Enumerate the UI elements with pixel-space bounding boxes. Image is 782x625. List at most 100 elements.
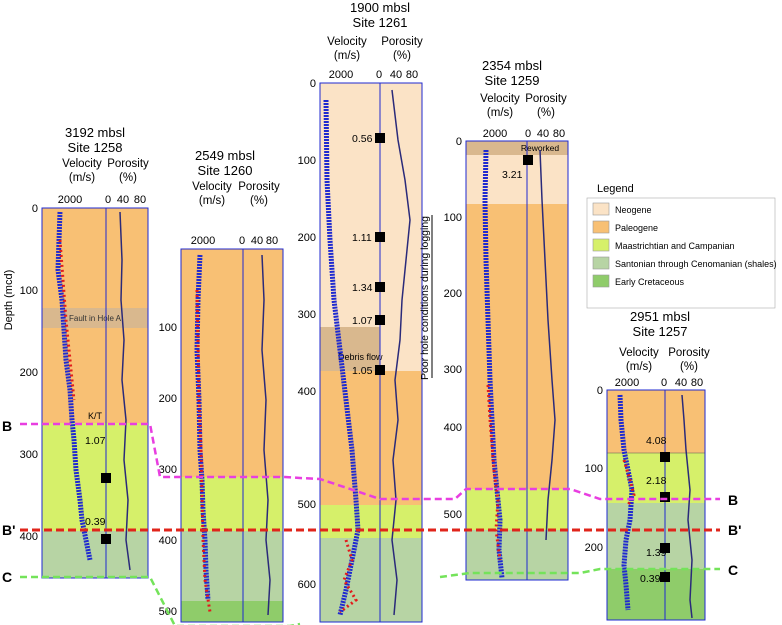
site-1259-velocity-curve [482, 149, 505, 579]
site-1261-depth-tick-300: 300 [298, 309, 316, 321]
site-1258-porosity-tick-80: 80 [134, 194, 146, 206]
site-1260-velocity-tick: 2000 [191, 235, 215, 247]
site-1259-velocity-tick: 2000 [483, 128, 507, 140]
legend-swatch-early-cretaceous [592, 274, 610, 288]
site-1261-marker-4 [375, 315, 385, 325]
site-1261-santonian-unit [320, 538, 422, 622]
site-1257-velocity-label: Velocity [619, 347, 659, 359]
site-1260-name: Site 1260 [198, 163, 253, 178]
site-1259-marker-1 [523, 155, 533, 165]
site-1257-porosity-tick-0: 0 [661, 377, 667, 389]
site-1261-depth-tick-500: 500 [298, 499, 316, 511]
site-1259-porosity-tick-0: 0 [525, 128, 531, 140]
site-1260-porosity-unit: (%) [250, 195, 268, 207]
site-1257-porosity-tick-40: 40 [675, 377, 687, 389]
site-1258-porosity-curve [119, 211, 131, 571]
site-1257-marker-2-value: 2.18 [646, 475, 667, 487]
site-1259-velocity-label: Velocity [480, 93, 520, 105]
site-1259-porosity-tick-40: 40 [537, 128, 549, 140]
site-1259-porosity-curve [539, 149, 556, 541]
site-1257-velocity-curve [617, 394, 635, 611]
site-1259-reworked-label: Reworked [521, 143, 560, 153]
site-1257-porosity-label: Porosity [668, 347, 710, 359]
site-1257-porosity-tick-80: 80 [691, 377, 703, 389]
site-1257-column: 2951 mbsl Site 1257 Velocity (m/s) Poros… [585, 309, 710, 621]
site-1259-maastrichtian-unit [466, 489, 568, 530]
site-1261-maastrichtian-unit [320, 505, 422, 538]
site-1260-velocity-red-curve [195, 289, 212, 613]
horizon-c-label-left: C [2, 569, 12, 585]
site-1259-depth-tick-100: 100 [444, 212, 462, 224]
site-1258-porosity-label: Porosity [107, 158, 149, 170]
site-1261-porosity-label: Porosity [381, 36, 423, 48]
site-1259-column-frame [465, 140, 569, 581]
site-1261-porosity-curve [391, 89, 411, 616]
site-1261-marker-2-value: 1.11 [352, 232, 372, 244]
site-1258-depth-tick-400: 400 [20, 531, 38, 543]
site-1258-porosity-tick-0: 0 [105, 194, 111, 206]
site-1260-maastrichtian-unit [181, 477, 283, 531]
site-1260-porosity-label: Porosity [238, 181, 280, 193]
site-1257-marker-1-value: 4.08 [646, 435, 667, 447]
site-1257-velocity-red-curve [622, 459, 636, 506]
site-1261-debris-flow-label: Debris flow [338, 352, 383, 362]
site-1260-column: 2549 mbsl Site 1260 Velocity (m/s) Poros… [159, 148, 284, 623]
site-1258-marker-1 [101, 473, 111, 483]
site-1260-porosity-tick-80: 80 [266, 235, 278, 247]
site-1261-marker-3 [375, 282, 385, 292]
site-1258-velocity-tick: 2000 [58, 194, 82, 206]
legend-item-early-cretaceous: Early Cretaceous [615, 277, 685, 287]
legend-item-maastrichtian: Maastrichtian and Campanian [615, 241, 735, 251]
site-1257-depth-tick-0: 0 [597, 385, 603, 397]
horizon-b-label-left: B [2, 418, 12, 434]
horizon-c-line-east [439, 567, 720, 579]
site-1259-column: 2354 mbsl Site 1259 Velocity (m/s) Poros… [444, 58, 569, 581]
site-1257-column-frame [606, 389, 706, 621]
site-1257-water-depth: 2951 mbsl [630, 309, 690, 324]
site-1260-porosity-tick-0: 0 [239, 235, 245, 247]
site-1258-marker-2-value: 0.39 [85, 516, 106, 528]
site-1257-porosity-unit: (%) [680, 361, 698, 373]
legend-swatch-neogene [592, 202, 610, 216]
horizon-b-prime-label-left: B' [2, 522, 15, 538]
site-1259-depth-tick-200: 200 [444, 288, 462, 300]
horizon-b-prime-label-right: B' [728, 522, 741, 538]
site-1260-depth-tick-200: 200 [159, 393, 177, 405]
legend-item-paleogene: Paleogene [615, 223, 658, 233]
site-1259-name: Site 1259 [485, 73, 540, 88]
site-1260-depth-tick-400: 400 [159, 535, 177, 547]
correlation-horizons: B B' C B B' C [2, 418, 741, 625]
site-1258-porosity-tick-40: 40 [117, 194, 129, 206]
site-1257-depth-tick-200: 200 [585, 542, 603, 554]
site-1258-velocity-label: Velocity [62, 158, 102, 170]
site-1257-depth-tick-100: 100 [585, 463, 603, 475]
site-1258-santonian-unit [42, 531, 148, 578]
site-1261-velocity-tick: 2000 [329, 69, 353, 81]
site-1258-maastrichtian-unit [42, 423, 148, 537]
site-1258-depth-tick-0: 0 [32, 203, 38, 215]
site-1261-paleogene-unit [320, 371, 422, 505]
site-1259-reworked-band [466, 141, 568, 155]
poor-hole-conditions-label: Poor hole conditions during logging [419, 216, 431, 380]
site-1257-velocity-tick: 2000 [615, 377, 639, 389]
site-1261-porosity-tick-80: 80 [406, 69, 418, 81]
site-1258-column-frame [41, 207, 149, 579]
site-1260-porosity-tick-40: 40 [251, 235, 263, 247]
site-1258-marker-2 [101, 534, 111, 544]
site-1257-paleogene-unit [607, 390, 705, 453]
site-1260-velocity-unit: (m/s) [199, 195, 225, 207]
site-1261-marker-5 [375, 365, 385, 375]
site-1258-depth-tick-100: 100 [20, 285, 38, 297]
legend-frame [586, 197, 776, 309]
site-1259-velocity-red-curve [486, 384, 502, 561]
site-1258-fault-label: Fault in Hole A [69, 314, 122, 323]
site-1260-depth-tick-300: 300 [159, 464, 177, 476]
site-1259-porosity-unit: (%) [537, 107, 555, 119]
site-1257-velocity-unit: (m/s) [626, 361, 652, 373]
site-1257-marker-2 [660, 492, 670, 502]
site-1259-depth-tick-0: 0 [456, 136, 462, 148]
site-1261-depth-tick-400: 400 [298, 386, 316, 398]
site-1261-debris-flow-band [320, 327, 380, 371]
